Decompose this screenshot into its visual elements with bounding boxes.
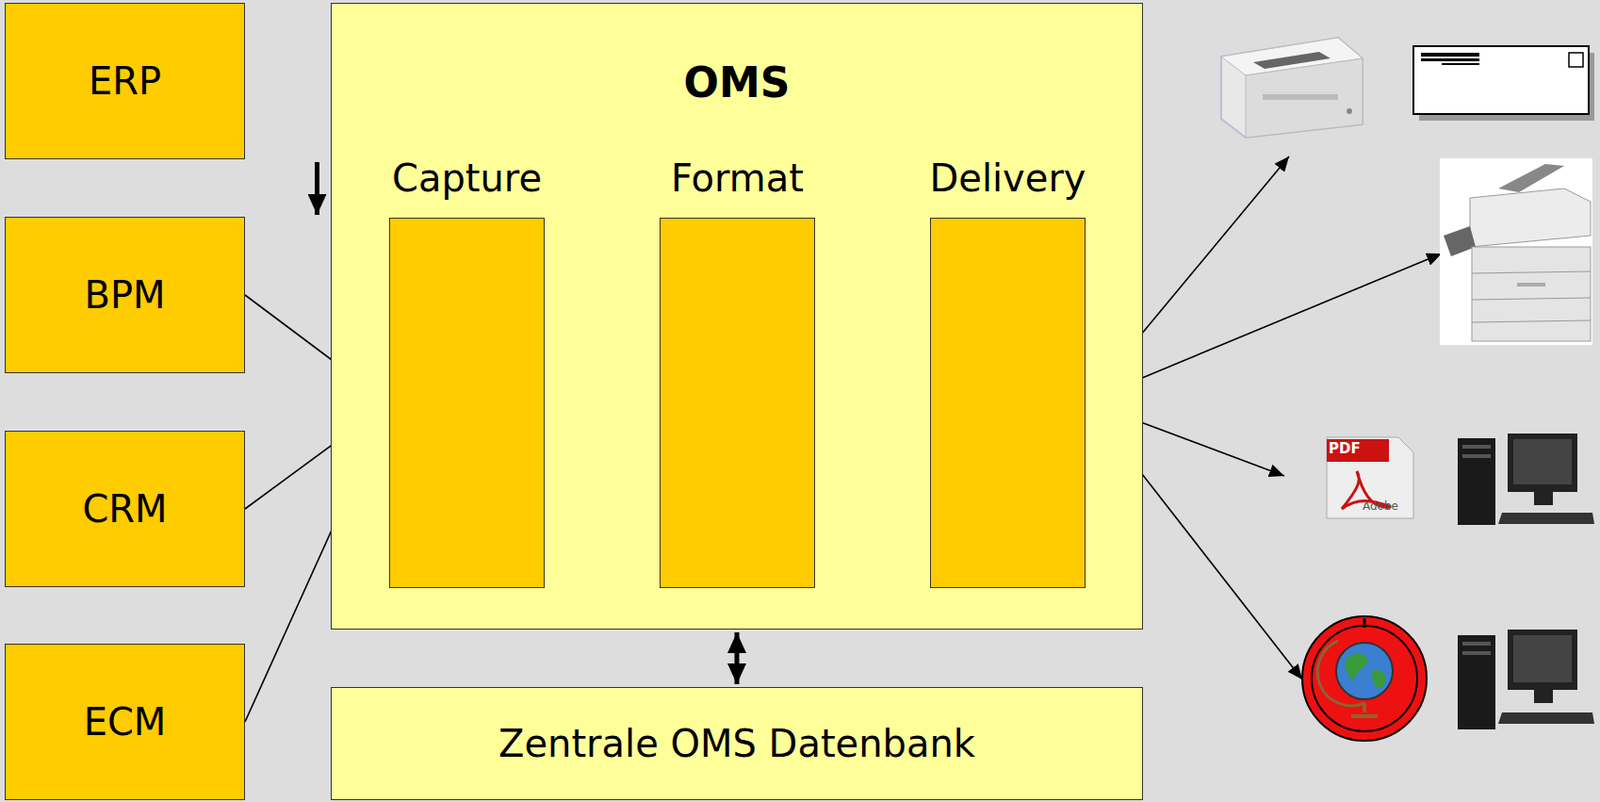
globe-icon — [1302, 616, 1427, 741]
stage-box: Format — [659, 217, 816, 588]
icon-text: PDF — [1328, 440, 1361, 458]
stage-box: Capture — [389, 217, 545, 588]
box-label: CRM — [81, 487, 167, 531]
computer-icon — [1457, 629, 1595, 730]
system-box: ECM — [4, 643, 245, 800]
database-link — [734, 632, 740, 685]
envelope-icon — [1413, 46, 1595, 121]
system-box: BPM — [4, 216, 245, 374]
stage-heading: Format — [670, 156, 804, 200]
stage-box: Delivery — [930, 217, 1086, 588]
box-label: BPM — [83, 273, 165, 317]
system-box: ERP — [4, 2, 245, 160]
printer-icon — [1221, 37, 1363, 138]
oms-container: CaptureFormatDeliveryOMS — [330, 2, 1143, 630]
computer-icon — [1457, 433, 1595, 525]
icon-text: Adobe — [1362, 499, 1399, 513]
box-label: Zentrale OMS Datenbank — [498, 721, 976, 766]
box-label: ERP — [88, 59, 162, 103]
database-link — [314, 162, 320, 215]
container-title: OMS — [331, 58, 1143, 107]
system-box: CRM — [4, 430, 245, 588]
stage-heading: Capture — [391, 156, 542, 200]
database-box: Zentrale OMS Datenbank — [330, 686, 1143, 800]
stage-heading: Delivery — [929, 156, 1086, 200]
pdf-icon — [1326, 437, 1414, 519]
box-label: ECM — [83, 700, 167, 744]
copier-icon — [1439, 158, 1593, 345]
